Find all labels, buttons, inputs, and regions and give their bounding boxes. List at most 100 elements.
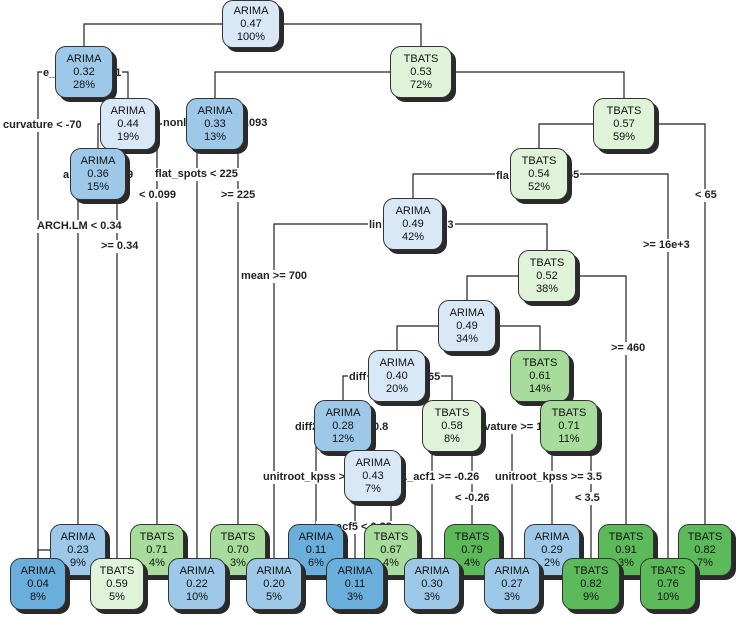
split-label: < 3.5 [574, 492, 601, 505]
node-pct: 3% [618, 556, 634, 569]
split-label: rvature >= 1 [479, 421, 544, 434]
node-value: 0.70 [227, 543, 249, 556]
split-label: +3 [440, 219, 455, 232]
node-label: ARIMA [325, 406, 361, 419]
node-label: TBATS [650, 564, 686, 577]
node-pct: 38% [535, 282, 559, 295]
split-label: nonl [162, 117, 188, 130]
node-label: ARIMA [80, 154, 116, 167]
node-label: ARIMA [66, 52, 102, 65]
node-value: 0.52 [536, 269, 558, 282]
tree-edge [37, 71, 55, 558]
node-pct: 3% [347, 590, 363, 603]
split-label: 0.8 [372, 421, 390, 434]
node-value: 0.67 [380, 543, 402, 556]
node-value: 0.49 [402, 217, 424, 230]
node-pct: 4% [464, 556, 480, 569]
split-label: diff [348, 371, 368, 384]
node-pct: 4% [383, 556, 399, 569]
node-label: ARIMA [233, 4, 269, 17]
node-pct: 11% [558, 432, 580, 445]
node-value: 0.44 [117, 117, 139, 130]
node-label: ARIMA [414, 564, 450, 577]
node-value: 0.33 [204, 117, 226, 130]
node-pct: 42% [401, 230, 425, 243]
node-label: ARIMA [179, 564, 215, 577]
node-pct: 3% [230, 556, 246, 569]
node-value: 0.59 [106, 577, 128, 590]
node-pct: 12% [331, 432, 355, 445]
node-pct: 72% [409, 78, 433, 91]
node-label: ARIMA [337, 564, 373, 577]
node-label: ARIMA [20, 564, 56, 577]
node-label: ARIMA [534, 530, 570, 543]
split-label: >= 16e+3 [642, 239, 691, 252]
node-label: TBATS [454, 530, 490, 543]
node-pct: 19% [116, 130, 140, 143]
node-label: ARIMA [110, 104, 146, 117]
node-pct: 4% [149, 556, 165, 569]
tree-edge [237, 123, 244, 524]
node-pct: 7% [365, 482, 381, 495]
node-pct: 100% [236, 30, 266, 43]
split-label: >= 460 [610, 342, 647, 355]
node-value: 0.79 [461, 543, 483, 556]
tree-edge [396, 325, 438, 350]
node-pct: 9% [70, 556, 86, 569]
split-label: 9 [126, 169, 135, 182]
node-pct: 13% [203, 130, 227, 143]
tree-edge [83, 23, 222, 46]
tree-edge [97, 123, 100, 148]
node-label: ARIMA [298, 530, 334, 543]
tree-edge [452, 71, 625, 98]
node-pct: 5% [266, 590, 282, 603]
split-label: a [62, 169, 71, 182]
node-label: ARIMA [60, 530, 96, 543]
node-value: 0.58 [441, 419, 463, 432]
node-value: 0.30 [421, 577, 443, 590]
tree-edge [538, 123, 593, 148]
node-value: 0.47 [240, 17, 262, 30]
node-label: TBATS [521, 154, 557, 167]
node-label: ARIMA [197, 104, 233, 117]
node-pct: 8% [444, 432, 460, 445]
tree-edge [273, 223, 383, 558]
node-pct: 3% [424, 590, 440, 603]
split-label: fla [495, 170, 510, 183]
split-label: 65 [566, 169, 581, 182]
split-label: >= 0.34 [100, 240, 140, 253]
split-label: curvature < -70 [2, 119, 83, 132]
tree-edge [496, 325, 541, 350]
tree-edge [412, 173, 510, 198]
node-value: 0.76 [657, 577, 679, 590]
node-value: 0.22 [186, 577, 208, 590]
node-label: TBATS [573, 564, 609, 577]
node-label: TBATS [373, 530, 409, 543]
node-value: 0.04 [27, 577, 49, 590]
split-label: >= 225 [220, 189, 257, 202]
split-label: < 65 [694, 189, 718, 202]
node-label: TBATS [522, 356, 558, 369]
node-pct: 20% [385, 382, 409, 395]
node-value: 0.20 [263, 577, 285, 590]
tree-edge [214, 71, 390, 98]
tree-edge [280, 23, 422, 46]
node-label: TBATS [606, 104, 642, 117]
node-value: 0.71 [558, 419, 580, 432]
node-value: 0.32 [73, 65, 95, 78]
tree-edge [576, 275, 627, 524]
